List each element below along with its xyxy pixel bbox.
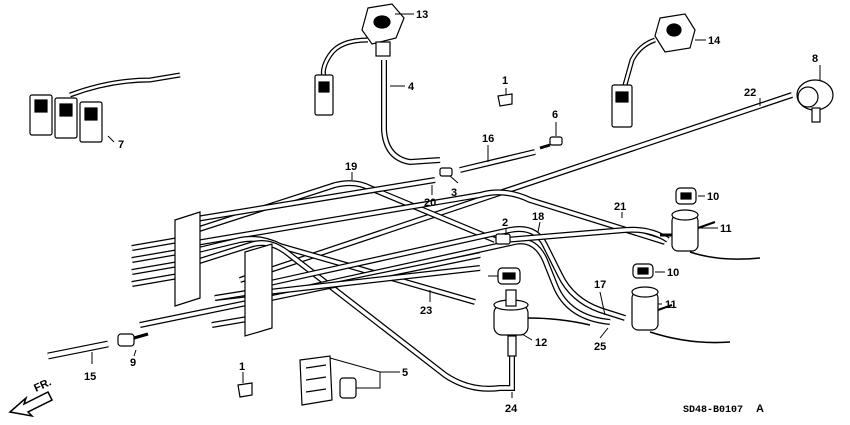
hose-18 xyxy=(504,226,670,243)
part-number-labels: 1 1 2 3 4 5 6 7 8 9 10 10 11 11 12 13 14… xyxy=(84,9,818,415)
part-label: 15 xyxy=(84,371,96,383)
part-label: 12 xyxy=(535,337,547,349)
clip-1-upper xyxy=(497,93,513,107)
front-arrow-label: FR. xyxy=(32,376,53,394)
solenoid-11-lower xyxy=(631,286,731,344)
hose-holder-blocks xyxy=(174,211,273,337)
part-label: 1 xyxy=(239,361,245,373)
sensor-13 xyxy=(314,3,405,116)
hose-20 xyxy=(189,177,436,223)
part-label: 22 xyxy=(744,87,756,99)
part-label: 10 xyxy=(667,267,679,279)
part-label: 23 xyxy=(420,305,432,317)
valve-12 xyxy=(493,289,591,357)
drawing-code: SD48-B0107 A xyxy=(683,403,764,416)
part-label: 11 xyxy=(720,223,732,235)
part-label: 13 xyxy=(416,9,428,21)
front-arrow: FR. xyxy=(8,376,53,418)
part-label: 20 xyxy=(424,197,436,209)
part-label: 18 xyxy=(532,211,544,223)
hose-16 xyxy=(459,149,536,173)
part-label: 14 xyxy=(708,35,721,47)
vacuum-hoses xyxy=(131,60,793,392)
part-label: 24 xyxy=(505,403,518,415)
part-label: 16 xyxy=(482,133,494,145)
part-label: 4 xyxy=(408,81,415,93)
cap-8 xyxy=(796,79,834,123)
part-label: 7 xyxy=(118,139,124,151)
part-label: 25 xyxy=(594,341,606,353)
hose-24 xyxy=(189,240,515,392)
part-label: 17 xyxy=(594,279,606,291)
sensor-14 xyxy=(611,13,696,128)
part-label: 9 xyxy=(130,357,136,369)
hose-21 xyxy=(189,189,666,247)
drawing-code-text: SD48-B0107 xyxy=(683,405,743,416)
part-label: 6 xyxy=(552,109,558,121)
part-label: 11 xyxy=(665,299,677,311)
part-label: 1 xyxy=(502,75,508,87)
part-label: 19 xyxy=(345,161,357,173)
leader-lines xyxy=(91,13,821,398)
hose-25 xyxy=(269,226,626,321)
grommets-10 xyxy=(497,187,697,285)
small-parts xyxy=(47,93,563,406)
part-label: 5 xyxy=(402,367,408,379)
hose-4 xyxy=(381,60,441,166)
drawing-revision: A xyxy=(756,403,764,415)
part-label: 10 xyxy=(707,191,719,203)
connector-cluster-7 xyxy=(29,72,181,143)
hose-22 xyxy=(239,92,793,283)
part-label: 3 xyxy=(451,187,457,199)
clip-1-lower xyxy=(237,382,253,398)
part-label: 8 xyxy=(812,53,818,65)
part-label: 21 xyxy=(614,201,626,213)
part-label: 2 xyxy=(502,217,508,229)
solenoid-11-upper xyxy=(660,209,761,260)
hose-17 xyxy=(269,238,611,325)
